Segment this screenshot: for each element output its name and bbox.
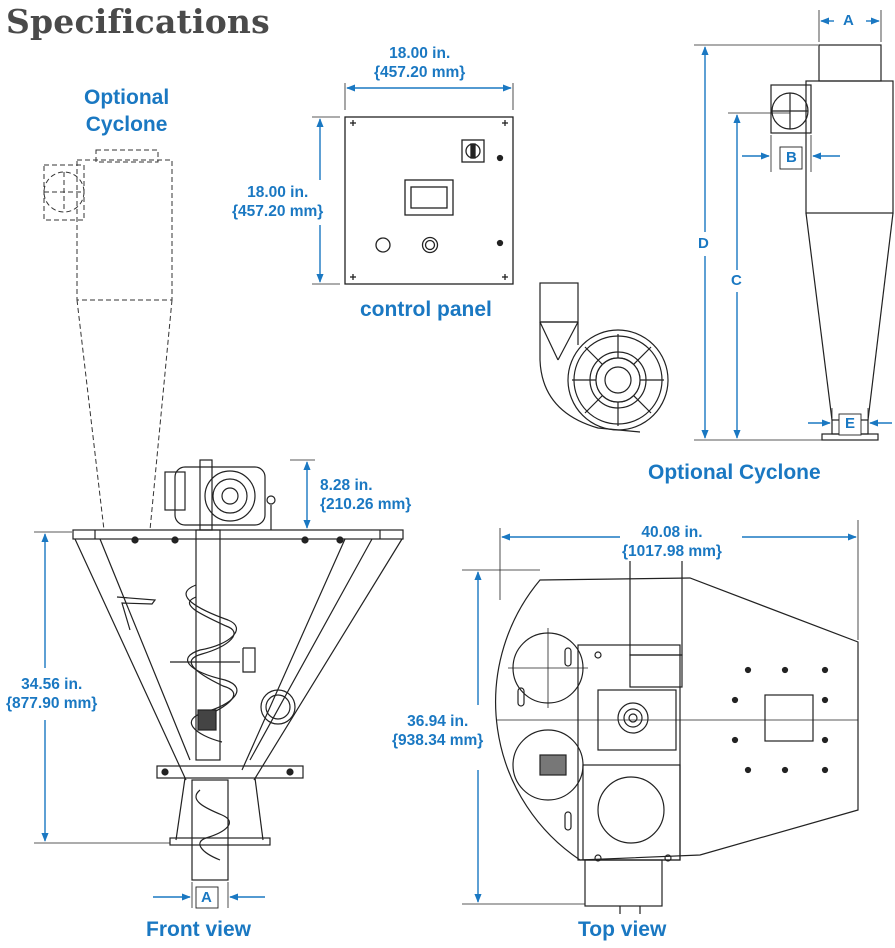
top-width-dimension: 40.08 in. {1017.98 mm}: [622, 523, 722, 561]
top-width-mm: {1017.98 mm}: [622, 543, 722, 560]
top-width-in: 40.08 in.: [641, 524, 703, 541]
panel-height-in: 18.00 in.: [247, 184, 309, 201]
optional-cyclone-right-drawing: [770, 44, 894, 441]
dimension-lines: [34, 10, 892, 908]
top-depth-mm: {938.34 mm}: [392, 732, 484, 749]
panel-height-mm: {457.20 mm}: [232, 203, 324, 220]
top-view-drawing: [495, 559, 859, 914]
top-depth-in: 36.94 in.: [407, 713, 469, 730]
top-view-caption: Top view: [578, 918, 667, 941]
front-height-dimension: 34.56 in. {877.90 mm}: [6, 675, 98, 713]
front-view-caption: Front view: [146, 918, 252, 941]
motor-height-dimension: 8.28 in. {210.26 mm}: [320, 476, 411, 514]
panel-width-mm: {457.20 mm}: [374, 64, 466, 81]
optional-cyclone-right-caption: Optional Cyclone: [648, 461, 821, 484]
cyclone-dimension-b: B: [786, 149, 797, 166]
panel-width-in: 18.00 in.: [389, 45, 451, 62]
front-dimension-a: A: [201, 889, 212, 906]
front-view-drawing: [72, 459, 404, 881]
motor-height-mm: {210.26 mm}: [320, 496, 412, 513]
cyclone-dimension-a: A: [843, 12, 854, 29]
panel-height-dimension: 18.00 in. {457.20 mm}: [232, 183, 324, 221]
control-panel-drawing: [344, 116, 514, 285]
front-height-mm: {877.90 mm}: [6, 695, 98, 712]
blower-drawing: [539, 282, 669, 433]
optional-cyclone-left-line1: Optional: [84, 86, 170, 109]
cyclone-dimension-d: D: [698, 235, 709, 252]
optional-cyclone-left-drawing: [43, 149, 173, 531]
control-panel-caption: control panel: [360, 298, 492, 321]
front-height-in: 34.56 in.: [21, 676, 83, 693]
cyclone-dimension-e: E: [845, 415, 856, 432]
panel-width-dimension: 18.00 in. {457.20 mm}: [374, 44, 465, 82]
letter-boxes: [195, 146, 862, 909]
cyclone-dimension-c: C: [731, 272, 742, 289]
top-depth-dimension: 36.94 in. {938.34 mm}: [392, 712, 484, 750]
motor-height-in: 8.28 in.: [320, 477, 373, 494]
optional-cyclone-left-line2: Cyclone: [85, 113, 168, 136]
page-title: Specifications: [6, 2, 270, 41]
optional-cyclone-left-caption: Optional Cyclone: [84, 84, 169, 138]
